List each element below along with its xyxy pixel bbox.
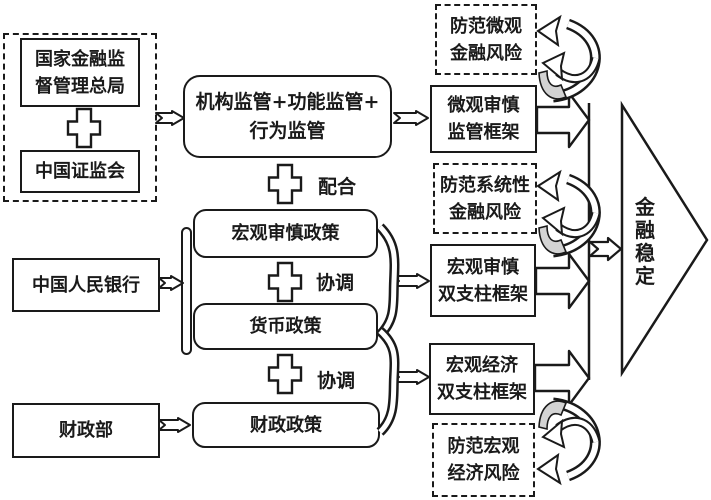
- macro-pru-framework-box: 宏观审慎 双支柱框架: [430, 244, 536, 317]
- plus-connector-icon: [267, 353, 303, 395]
- nfra-box: 国家金融监 督管理总局: [20, 38, 140, 107]
- plus-connector-icon: [267, 163, 303, 205]
- macroprudential-policy-box: 宏观审慎政策: [193, 209, 378, 258]
- micro-framework-box: 微观审慎 监管框架: [430, 85, 537, 153]
- curved-double-arrow-icon: [538, 17, 596, 99]
- flow-arrow-icon: [392, 273, 430, 289]
- supervision-label-line1: 机构监管+功能监管+: [195, 91, 380, 113]
- merge-brace: [376, 327, 400, 436]
- macro-econ-risk-line1: 防范宏观: [447, 436, 520, 457]
- merge-brace: [376, 223, 400, 339]
- goal-label: 金融稳定: [635, 195, 655, 288]
- flow-arrow-icon: [155, 110, 185, 126]
- fiscal-policy-label: 财政政策: [250, 414, 322, 436]
- block-arrow-icon: [534, 252, 591, 310]
- supervision-box: 机构监管+功能监管+ 行为监管: [183, 75, 392, 158]
- flow-arrow-icon: [392, 369, 430, 385]
- systemic-risk-line2: 金融风险: [449, 201, 521, 223]
- micro-framework-line2: 监管框架: [447, 122, 520, 143]
- csrc-label: 中国证监会: [35, 161, 125, 182]
- micro-framework-line1: 微观审慎: [447, 95, 520, 116]
- supervision-label-line2: 行为监管: [249, 119, 326, 142]
- csrc-box: 中国证监会: [20, 150, 140, 193]
- pboc-box: 中国人民银行: [12, 258, 160, 312]
- macro-econ-risk-box: 防范宏观 经济风险: [432, 423, 535, 497]
- macroprudential-policy-label: 宏观审慎政策: [231, 223, 340, 244]
- systemic-risk-line1: 防范系统性: [440, 174, 530, 196]
- micro-risk-line2: 金融风险: [450, 42, 522, 64]
- curved-double-arrow-icon: [538, 401, 596, 483]
- micro-risk-line1: 防范微观: [450, 15, 522, 37]
- nfra-label-line1: 国家金融监: [35, 48, 125, 70]
- block-arrow-icon: [533, 349, 591, 407]
- flow-arrow-icon: [393, 110, 429, 126]
- nfra-label-line2: 督管理总局: [35, 75, 125, 97]
- coordinate-label-1: 协调: [316, 272, 355, 294]
- monetary-policy-box: 货币政策: [193, 303, 378, 350]
- pboc-label: 中国人民银行: [32, 274, 140, 296]
- fiscal-policy-box: 财政政策: [192, 402, 380, 448]
- coordinate-label-2: 协调: [317, 370, 356, 392]
- macro-econ-framework-line2: 双支柱框架: [437, 382, 527, 403]
- micro-risk-box: 防范微观 金融风险: [435, 4, 537, 75]
- mof-box: 财政部: [12, 403, 160, 458]
- systemic-risk-box: 防范系统性 金融风险: [433, 163, 537, 234]
- monetary-policy-label: 货币政策: [249, 316, 322, 337]
- flow-arrow-icon: [158, 275, 184, 291]
- macro-pru-framework-line2: 双支柱框架: [438, 283, 528, 305]
- macro-econ-framework-line1: 宏观经济: [446, 355, 518, 376]
- curved-double-arrow-icon: [538, 172, 596, 254]
- flow-arrow-icon: [588, 236, 623, 262]
- macro-econ-framework-box: 宏观经济 双支柱框架: [429, 343, 535, 415]
- policy-collector-bracket: [181, 227, 192, 355]
- mof-label: 财政部: [59, 420, 113, 441]
- plus-connector-icon: [267, 261, 303, 303]
- macro-pru-framework-line1: 宏观审慎: [447, 256, 519, 278]
- cooperate-label: 配合: [318, 176, 357, 198]
- flow-arrow-icon: [158, 417, 191, 433]
- block-arrow-icon: [535, 91, 591, 149]
- macro-econ-risk-line2: 经济风险: [447, 463, 520, 484]
